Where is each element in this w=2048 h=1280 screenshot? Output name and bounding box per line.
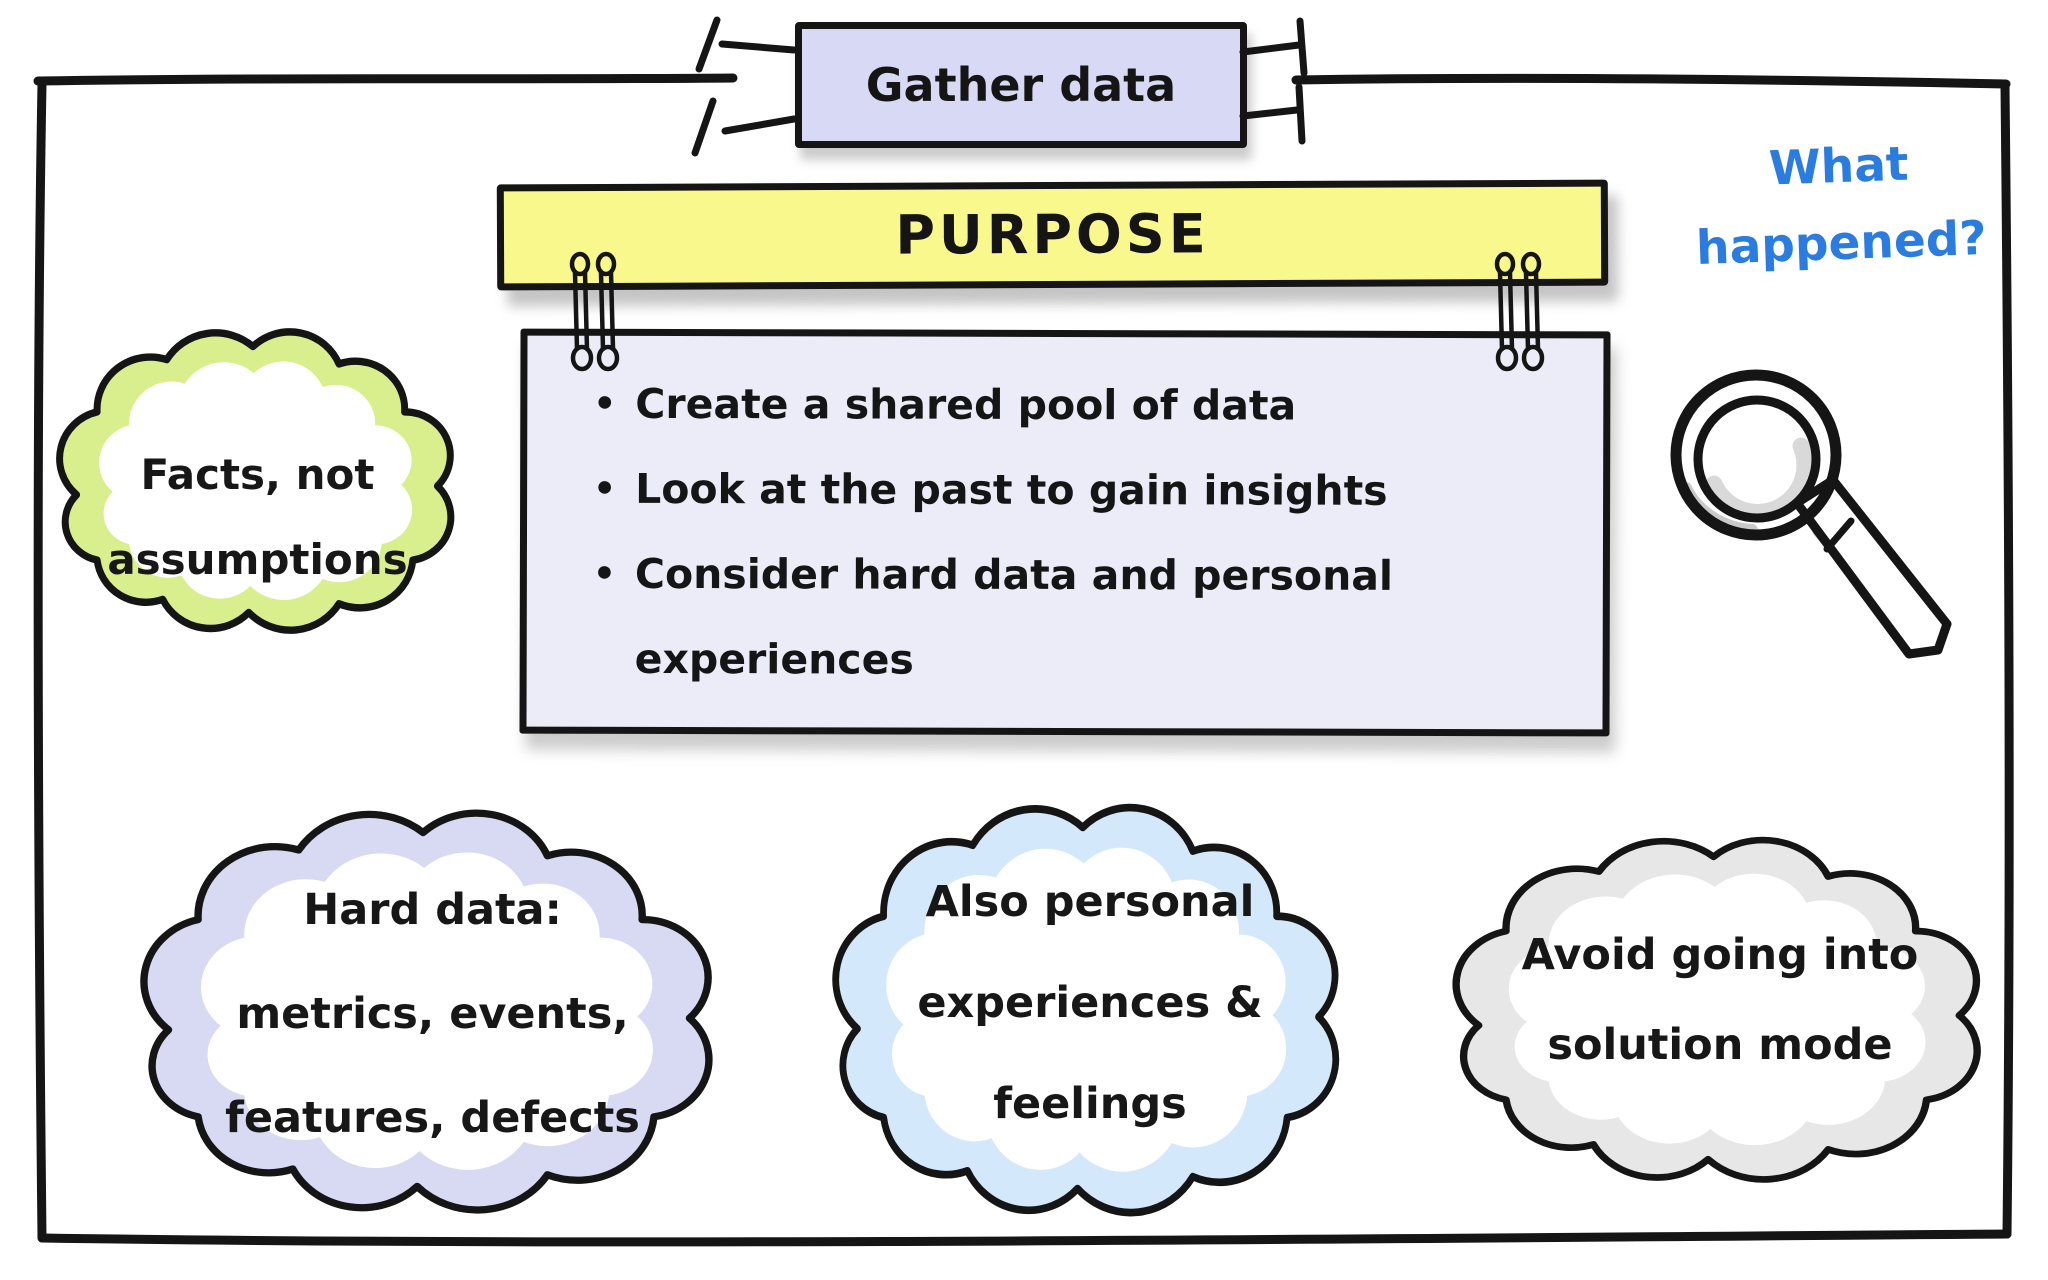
cloud-solution-label: Avoid going into solution mode (1521, 930, 1919, 1070)
purpose-notes-card: Create a shared pool of data Look at the… (519, 328, 1611, 737)
question-annotation: What happened? (1695, 136, 1988, 277)
purpose-banner: PURPOSE (496, 179, 1609, 291)
purpose-bullet-list: Create a shared pool of data Look at the… (583, 362, 1574, 705)
title-banner: Gather data (795, 22, 1247, 148)
board-frame (33, 73, 2014, 1247)
purpose-banner-label: PURPOSE (895, 202, 1210, 267)
magnifying-glass-icon (1670, 369, 1952, 659)
purpose-bullet-item: Create a shared pool of data (583, 362, 1573, 450)
purpose-bullet-item: Look at the past to gain insights (583, 447, 1573, 535)
cloud-personal-label: Also personal experiences & feelings (917, 877, 1263, 1129)
title-banner-label: Gather data (865, 58, 1177, 112)
cloud-facts-label: Facts, not assumptions (107, 450, 408, 584)
cloud-hard-data-label: Hard data: metrics, events, features, de… (225, 885, 640, 1143)
purpose-bullet-item: Consider hard data and personal experien… (583, 532, 1573, 705)
